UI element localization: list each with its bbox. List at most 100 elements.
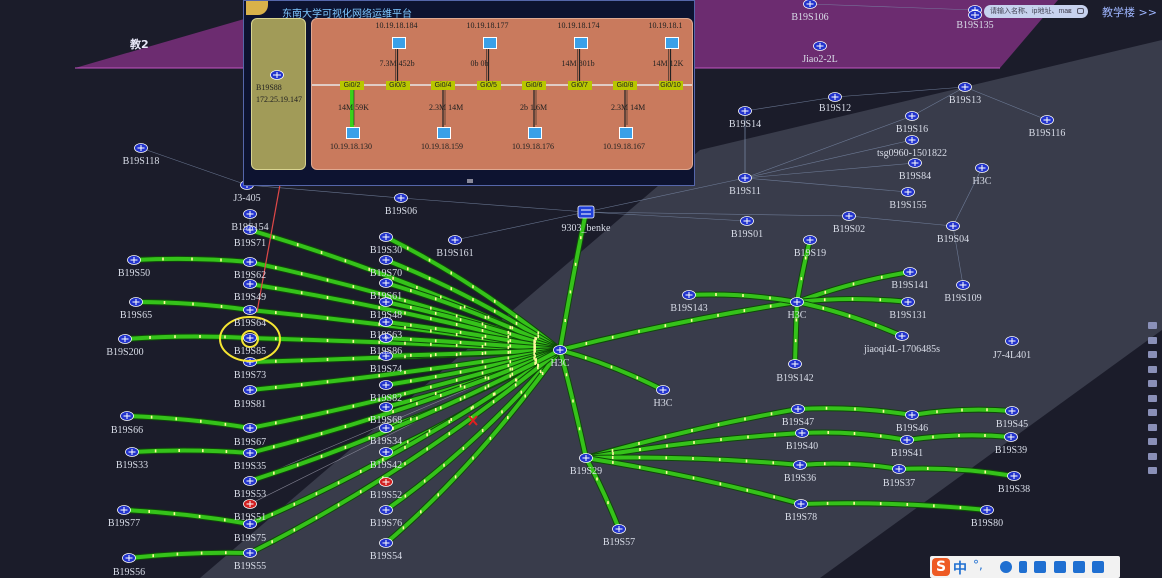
router-icon[interactable] bbox=[1007, 471, 1021, 481]
thin-link[interactable] bbox=[140, 147, 248, 186]
thin-link[interactable] bbox=[585, 211, 748, 222]
router-icon[interactable] bbox=[379, 402, 393, 412]
router-icon[interactable] bbox=[379, 255, 393, 265]
port-Gi0-10[interactable]: Gi0/10 bbox=[658, 81, 683, 90]
computer-icon[interactable] bbox=[437, 127, 451, 139]
router-icon[interactable] bbox=[791, 404, 805, 414]
computer-icon[interactable] bbox=[664, 37, 679, 49]
trunk-link[interactable] bbox=[126, 414, 251, 430]
router-icon[interactable] bbox=[243, 333, 257, 343]
port-Gi0-7[interactable]: Gi0/7 bbox=[567, 81, 592, 90]
router-icon[interactable] bbox=[129, 297, 143, 307]
router-icon[interactable] bbox=[842, 211, 856, 221]
router-icon[interactable] bbox=[903, 267, 917, 277]
microphone-icon[interactable] bbox=[1019, 561, 1027, 573]
router-icon[interactable] bbox=[905, 410, 919, 420]
router-icon[interactable] bbox=[793, 460, 807, 470]
trunk-link[interactable] bbox=[584, 457, 621, 530]
port-Gi0-8[interactable]: Gi0/8 bbox=[613, 81, 637, 90]
port-Gi0-5[interactable]: Gi0/5 bbox=[476, 81, 501, 90]
router-icon[interactable] bbox=[1005, 406, 1019, 416]
router-icon[interactable] bbox=[379, 380, 393, 390]
thin-link[interactable] bbox=[744, 96, 836, 112]
emoji-icon[interactable] bbox=[1000, 561, 1012, 573]
keyboard-icon[interactable] bbox=[1034, 561, 1046, 573]
router-icon[interactable] bbox=[243, 257, 257, 267]
router-alarm-icon[interactable] bbox=[243, 499, 257, 509]
router-icon[interactable] bbox=[553, 345, 567, 355]
router-icon[interactable] bbox=[803, 235, 817, 245]
trunk-link[interactable] bbox=[128, 550, 251, 560]
thin-link[interactable] bbox=[834, 86, 966, 98]
switch-icon[interactable] bbox=[577, 205, 595, 219]
router-icon[interactable] bbox=[379, 351, 393, 361]
router-icon[interactable] bbox=[120, 411, 134, 421]
router-icon[interactable] bbox=[379, 538, 393, 548]
router-icon[interactable] bbox=[682, 290, 696, 300]
thin-link[interactable] bbox=[952, 225, 964, 286]
computer-icon[interactable] bbox=[482, 37, 497, 49]
folder-icon[interactable] bbox=[1148, 365, 1157, 373]
computer-icon[interactable] bbox=[573, 37, 588, 49]
toolbox-icon[interactable] bbox=[1092, 561, 1104, 573]
thin-link[interactable] bbox=[744, 139, 913, 179]
trunk-link[interactable] bbox=[384, 348, 562, 512]
router-icon[interactable] bbox=[243, 385, 257, 395]
port-Gi0-6[interactable]: Gi0/6 bbox=[522, 81, 546, 90]
router-icon[interactable] bbox=[379, 423, 393, 433]
router-icon[interactable] bbox=[656, 385, 670, 395]
router-icon[interactable] bbox=[790, 297, 804, 307]
router-icon[interactable] bbox=[243, 225, 257, 235]
zoom-in-icon[interactable] bbox=[1148, 452, 1157, 460]
router-icon[interactable] bbox=[243, 448, 257, 458]
router-icon[interactable] bbox=[243, 519, 257, 529]
thin-link[interactable] bbox=[744, 162, 916, 179]
zoom-out-icon[interactable] bbox=[1148, 467, 1157, 474]
router-icon[interactable] bbox=[738, 173, 752, 183]
router-icon[interactable] bbox=[243, 209, 257, 219]
router-icon[interactable] bbox=[243, 423, 257, 433]
star-icon[interactable] bbox=[1148, 336, 1157, 344]
trunk-link[interactable] bbox=[249, 348, 561, 455]
router-icon[interactable] bbox=[612, 524, 626, 534]
thin-link[interactable] bbox=[911, 86, 966, 117]
router-icon[interactable] bbox=[892, 464, 906, 474]
router-icon[interactable] bbox=[958, 82, 972, 92]
ime-mode-toggle[interactable]: 中 bbox=[953, 561, 967, 577]
router-icon[interactable] bbox=[788, 359, 802, 369]
router-alarm-icon[interactable] bbox=[379, 477, 393, 487]
print-icon[interactable] bbox=[1148, 394, 1157, 402]
router-icon[interactable] bbox=[828, 92, 842, 102]
thin-link[interactable] bbox=[454, 211, 587, 241]
ime-logo-icon[interactable]: S bbox=[932, 558, 950, 576]
port-Gi0-4[interactable]: Gi0/4 bbox=[431, 81, 455, 90]
router-icon[interactable] bbox=[795, 428, 809, 438]
router-icon[interactable] bbox=[956, 280, 970, 290]
computer-icon[interactable] bbox=[528, 127, 542, 139]
trunk-link[interactable] bbox=[123, 508, 251, 526]
router-icon[interactable] bbox=[1004, 432, 1018, 442]
thin-link[interactable] bbox=[585, 177, 746, 213]
router-icon[interactable] bbox=[379, 333, 393, 343]
thin-link[interactable] bbox=[809, 3, 976, 11]
port-Gi0-2[interactable]: Gi0/2 bbox=[340, 81, 364, 90]
router-icon[interactable] bbox=[448, 235, 462, 245]
monitor-icon[interactable] bbox=[1148, 380, 1157, 387]
router-icon[interactable] bbox=[1005, 336, 1019, 346]
router-icon[interactable] bbox=[905, 135, 919, 145]
thin-link[interactable] bbox=[952, 167, 983, 227]
popup-resize-handle[interactable] bbox=[467, 179, 473, 183]
skin-icon[interactable] bbox=[1073, 561, 1085, 573]
router-icon[interactable] bbox=[794, 499, 808, 509]
thin-link[interactable] bbox=[585, 211, 850, 217]
router-icon[interactable] bbox=[243, 548, 257, 558]
trunk-link[interactable] bbox=[559, 300, 798, 352]
router-icon[interactable] bbox=[975, 163, 989, 173]
trunk-link[interactable] bbox=[800, 501, 988, 512]
router-icon[interactable] bbox=[243, 476, 257, 486]
router-icon[interactable] bbox=[980, 505, 994, 515]
router-icon[interactable] bbox=[379, 278, 393, 288]
router-icon[interactable] bbox=[905, 111, 919, 121]
router-icon[interactable] bbox=[895, 331, 909, 341]
